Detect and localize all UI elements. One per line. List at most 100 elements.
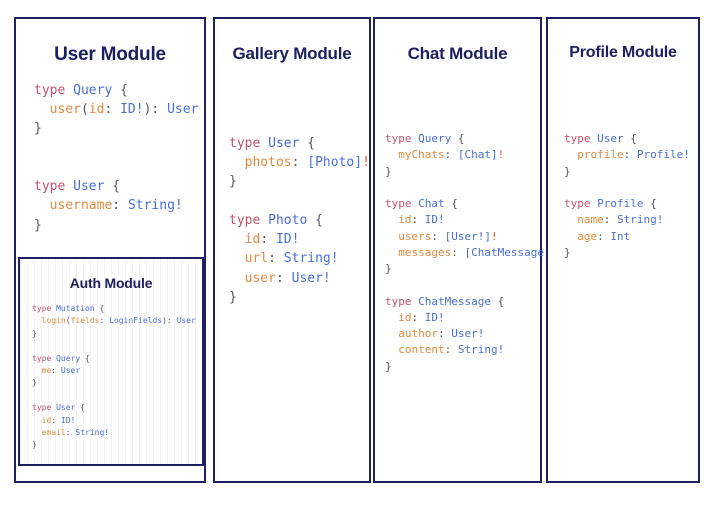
code-token: }	[34, 121, 42, 137]
code-token: [Photo]	[307, 155, 363, 171]
code-token: LoginFields	[109, 316, 163, 326]
code-token: type	[32, 304, 57, 313]
code-token: }	[32, 328, 37, 338]
code-line	[34, 158, 198, 177]
code-line: type Query {	[34, 81, 198, 100]
code-line: url: String!	[229, 249, 370, 268]
code-line: id: ID!	[385, 212, 557, 228]
code-token: me	[41, 365, 52, 375]
code-token: type	[229, 212, 269, 228]
code-line: }	[34, 216, 198, 235]
code-token: String!	[457, 343, 505, 357]
code-token: Mutation	[56, 304, 95, 313]
code-token: {	[307, 212, 323, 228]
code-token: :	[623, 148, 637, 162]
code-token: myChats	[398, 148, 445, 162]
code-token: :	[438, 327, 452, 341]
code-token: Photo	[268, 212, 308, 228]
code-token: [ChatMessage]	[464, 245, 551, 259]
code-line: type Profile {	[564, 196, 690, 212]
code-token: Profile	[597, 197, 644, 211]
code-line: profile: Profile!	[564, 147, 690, 163]
code-line: type Query {	[32, 353, 196, 365]
code-token: :	[411, 213, 425, 227]
code-line: }	[32, 377, 196, 389]
code-token: username	[49, 198, 113, 214]
code-token: ):	[143, 102, 168, 118]
code-token: {	[451, 132, 465, 145]
code-block-gallery-module: type User { photos: [Photo]!} type Photo…	[229, 134, 370, 307]
code-token: :	[411, 310, 425, 324]
code-line: user: User!	[229, 269, 370, 288]
code-token: {	[94, 304, 105, 313]
code-block-chat-module: type Query { myChats: [Chat]!} type Chat…	[385, 131, 557, 375]
code-token: type	[34, 83, 74, 98]
code-token: User	[268, 136, 300, 151]
code-line: type Query {	[385, 131, 557, 147]
code-token: }	[385, 359, 392, 373]
code-token: User	[167, 102, 199, 118]
code-token: ID!	[424, 310, 445, 324]
code-token: {	[75, 403, 85, 413]
panel-title-chat-module: Chat Module	[407, 44, 508, 63]
code-line: }	[32, 328, 196, 340]
code-token: }	[564, 164, 571, 178]
code-token	[34, 102, 50, 117]
code-token	[564, 230, 577, 243]
code-block-auth-module: type Mutation { login(fields: LoginField…	[32, 303, 196, 452]
code-token: }	[32, 378, 37, 388]
code-token: :	[51, 415, 61, 425]
panel-gallery-module[interactable]: Gallery Module type User { photos: [Phot…	[213, 17, 371, 483]
code-token: :	[260, 232, 276, 248]
code-line: }	[229, 172, 370, 191]
code-line	[385, 180, 557, 196]
code-token: }	[229, 174, 237, 190]
code-token: id	[244, 232, 261, 248]
code-token: :	[603, 213, 617, 227]
code-token: User	[60, 365, 81, 375]
code-line: username: String!	[34, 196, 198, 215]
panel-auth-module[interactable]: Auth Module type Mutation { login(fields…	[18, 257, 204, 466]
panel-user-module[interactable]: User Module type Query { user(id: ID!): …	[14, 17, 206, 483]
code-line: type User {	[32, 402, 196, 414]
code-token: :	[112, 198, 128, 214]
code-line: }	[34, 119, 198, 138]
code-token: ID!	[120, 102, 144, 118]
code-token	[385, 213, 398, 226]
code-token: ChatMessage	[418, 294, 491, 308]
code-token	[32, 416, 42, 425]
code-token: fields	[70, 316, 100, 326]
code-line	[32, 390, 196, 402]
code-token: Chat	[418, 197, 445, 211]
code-token: String!	[75, 427, 110, 437]
panel-profile-module[interactable]: Profile Module type User { profile: Prof…	[546, 17, 700, 483]
code-token: {	[490, 294, 505, 308]
code-token: String!	[617, 213, 664, 227]
code-token: User	[56, 403, 76, 413]
code-token: {	[643, 197, 657, 211]
code-token	[385, 327, 398, 340]
code-line: id: ID!	[385, 310, 557, 326]
panel-title-profile-module: Profile Module	[569, 44, 677, 61]
code-token: (	[65, 316, 71, 326]
code-token: photos	[244, 155, 292, 171]
code-line	[564, 180, 690, 196]
panel-title-auth-module: Auth Module	[69, 275, 153, 291]
code-token: (	[80, 102, 89, 118]
code-line: messages: [ChatMessage]!	[385, 245, 557, 261]
code-token: :	[268, 251, 284, 267]
code-token: type	[32, 403, 57, 413]
code-token: age	[577, 229, 598, 243]
code-line: type User {	[564, 131, 690, 147]
code-token: }	[34, 217, 42, 233]
panel-chat-module[interactable]: Chat Module type Query { myChats: [Chat]…	[373, 17, 557, 483]
code-token: User!	[451, 327, 485, 341]
code-token	[385, 343, 398, 356]
code-line: user(id: ID!): User	[34, 100, 199, 119]
code-token: login	[41, 316, 66, 326]
code-token	[32, 316, 42, 325]
code-token: }	[564, 245, 571, 259]
code-token	[32, 428, 42, 437]
code-line: type Mutation {	[32, 303, 196, 315]
code-token: {	[444, 197, 458, 211]
